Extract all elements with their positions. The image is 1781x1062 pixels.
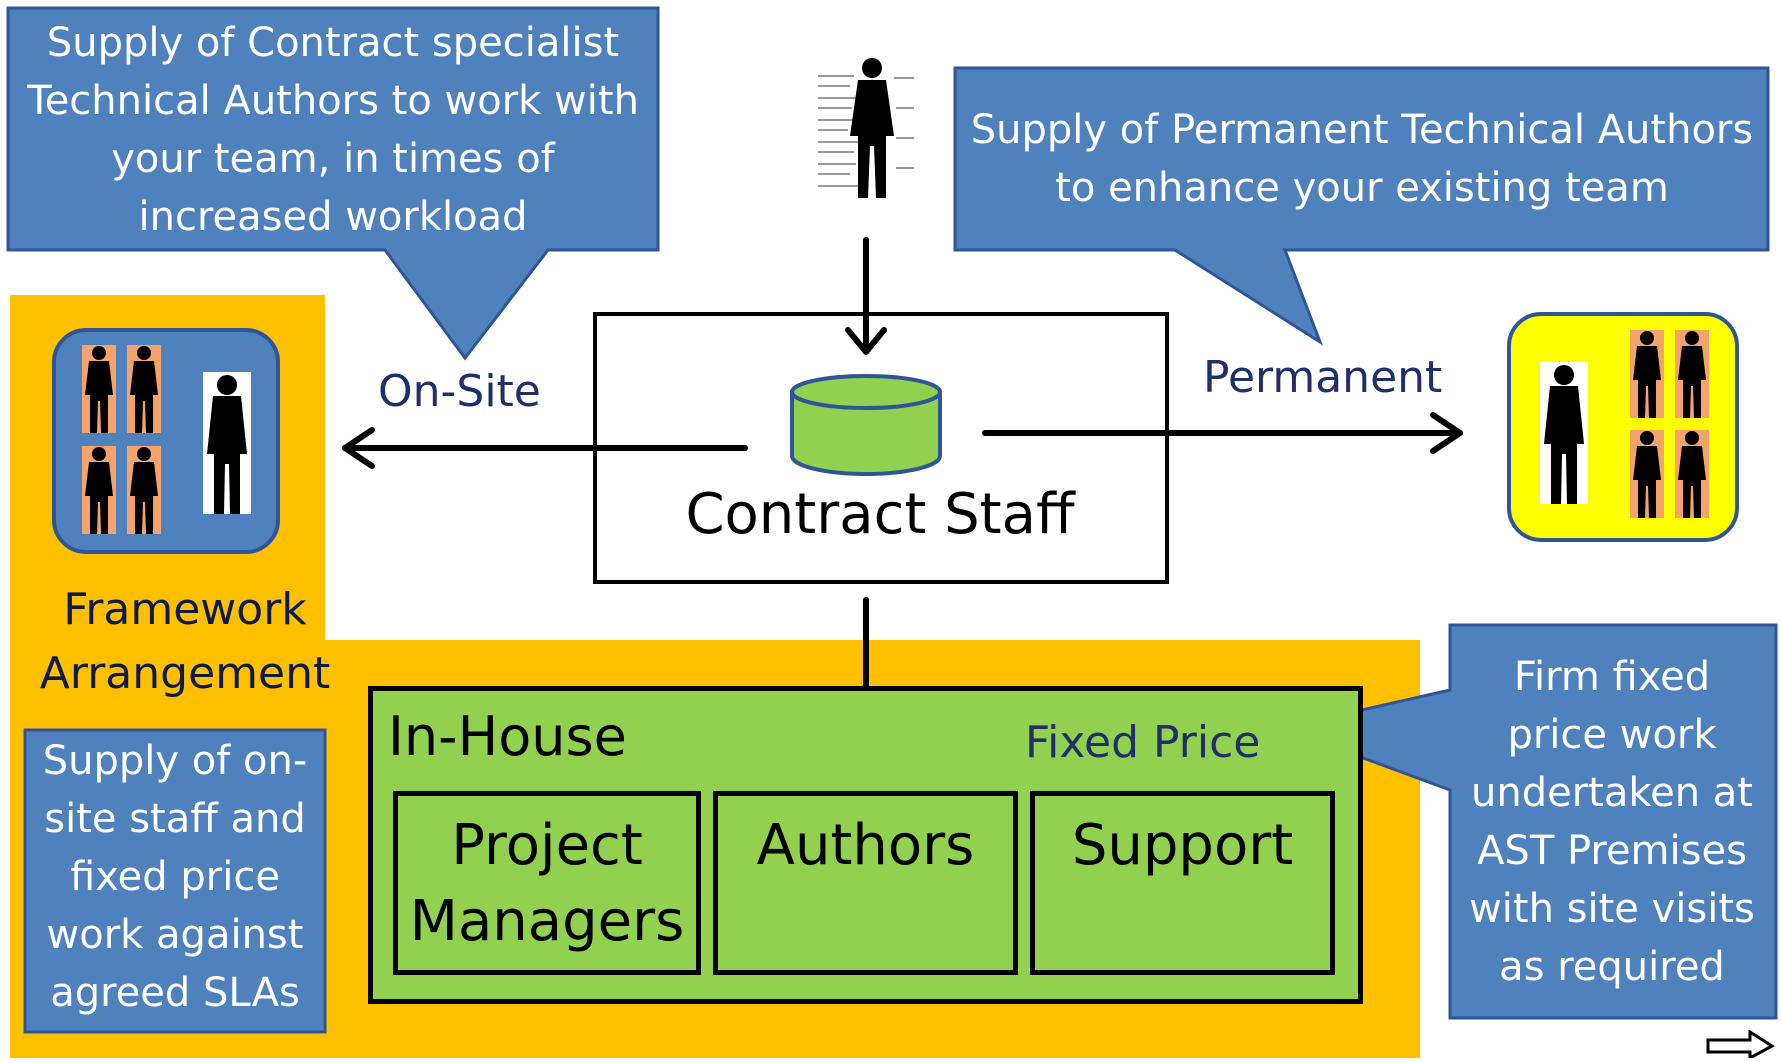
fixed-price-callout-text: Firm fixed price work undertaken at AST … — [1469, 654, 1755, 990]
permanent-author-figure-icon — [1675, 430, 1709, 518]
support-box: Support — [1030, 791, 1335, 975]
permanent-author-figure-icon — [1675, 330, 1709, 418]
contractor-figure-icon — [127, 446, 161, 534]
client-figure-icon — [203, 372, 251, 514]
permanent-label: Permanent — [1203, 352, 1443, 403]
permanent-author-figure-icon — [1630, 430, 1664, 518]
database-icon — [788, 372, 944, 478]
fixed-price-label: Fixed Price — [1025, 717, 1261, 768]
client-figure-icon — [1540, 362, 1588, 504]
contract-staff-box — [593, 312, 1169, 584]
project-managers-box: Project Managers — [393, 791, 701, 975]
person-silhouette-icon — [846, 56, 898, 200]
authors-box: Authors — [713, 791, 1018, 975]
contractor-figure-icon — [82, 446, 116, 534]
permanent-callout-shape — [953, 66, 1770, 346]
in-house-label: In-House — [388, 705, 627, 768]
on-site-label: On-Site — [378, 366, 541, 417]
contract-callout-text: Supply of Contract specialist Technical … — [27, 20, 639, 240]
permanent-callout-text: Supply of Permanent Technical Authors to… — [970, 107, 1754, 211]
framework-callout-shape — [23, 728, 327, 1034]
permanent-author-figure-icon — [1630, 330, 1664, 418]
framework-callout-text: Supply of on-site staff and fixed price … — [42, 738, 308, 1016]
fixed-price-callout-shape — [1276, 623, 1778, 1020]
next-arrow-icon[interactable] — [1706, 1029, 1776, 1061]
contractor-figure-icon — [82, 345, 116, 433]
contract-staff-label: Contract Staff — [685, 482, 1075, 547]
contractor-figure-icon — [127, 345, 161, 433]
framework-label: Framework Arrangement — [39, 584, 331, 699]
